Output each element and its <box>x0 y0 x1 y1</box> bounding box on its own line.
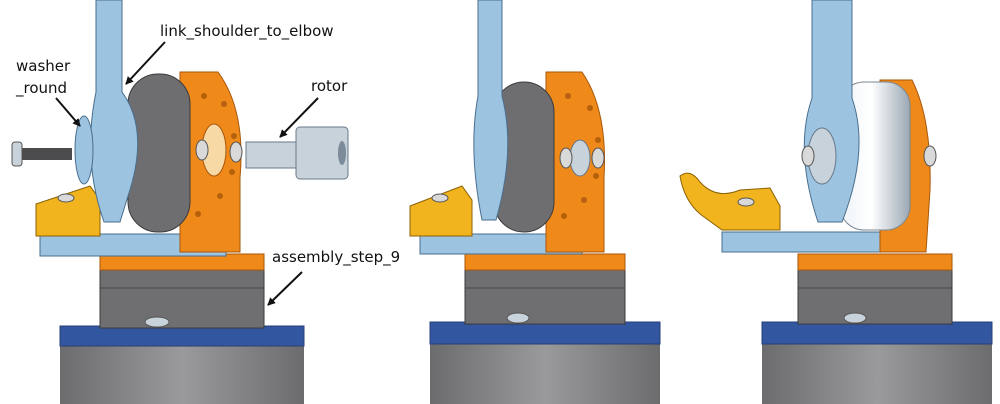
link-label: link_shoulder_to_elbow <box>160 22 334 41</box>
exploded-view <box>11 0 349 404</box>
rotor-bore <box>338 141 346 165</box>
base-motor-can <box>797 267 953 325</box>
assembly-step-label: assembly_step_9 <box>272 248 400 267</box>
base-motor-can <box>99 267 265 329</box>
base-column <box>430 340 660 404</box>
screw-icon <box>559 147 573 169</box>
bolt-shaft <box>20 148 72 160</box>
callouts: washer _round link_shoulder_to_elbow rot… <box>15 22 400 306</box>
partially-assembled-view <box>409 0 661 404</box>
orange-collar <box>464 253 626 271</box>
yellow-clamp <box>409 185 473 237</box>
base-screw-icon <box>144 316 170 328</box>
base-column <box>762 340 992 404</box>
yellow-clamp <box>679 172 781 231</box>
washer-label-line2: _round <box>15 79 67 98</box>
washer-round <box>74 115 94 185</box>
assembly-step-arrow <box>267 271 303 306</box>
base-plate <box>429 321 661 345</box>
rotor-label: rotor <box>311 77 348 95</box>
clamp-screw-icon <box>431 193 449 203</box>
link-shoulder-to-elbow <box>473 0 509 221</box>
yellow-clamp <box>35 185 101 237</box>
washer-arrow <box>55 97 81 127</box>
base-plate <box>761 321 993 345</box>
link-arrow <box>125 41 166 85</box>
base-screw-icon <box>506 312 530 324</box>
base-motor-can <box>464 267 626 325</box>
screw-icon <box>801 145 815 167</box>
washer-label-line1: washer <box>16 57 71 75</box>
screw-icon <box>591 147 605 169</box>
rotor-arrow <box>279 97 319 138</box>
rotor-head <box>295 126 349 180</box>
orange-collar <box>797 253 953 271</box>
rotor-part <box>569 139 591 177</box>
link-shoulder-to-elbow <box>803 0 860 223</box>
clamp-screw-icon <box>737 197 755 207</box>
assembled-view <box>679 0 993 404</box>
base-plate <box>59 325 305 347</box>
base-column <box>60 340 304 404</box>
clamp-screw-icon <box>57 193 75 203</box>
rotor-part <box>245 141 303 169</box>
base-screw-icon <box>843 312 867 324</box>
link-shoulder-to-elbow <box>90 0 139 223</box>
screw-icon <box>229 141 243 163</box>
screw-icon <box>195 139 209 161</box>
screw-icon <box>923 145 937 167</box>
bolt-head-icon <box>11 141 23 167</box>
